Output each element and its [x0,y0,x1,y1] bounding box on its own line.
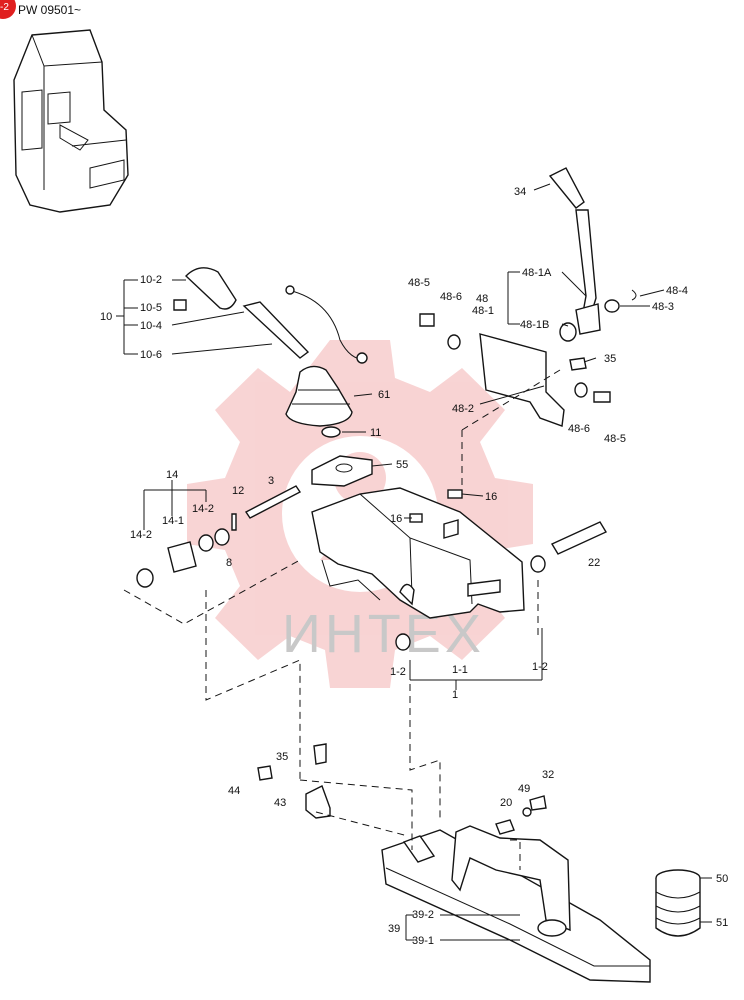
bracket-43 [305,785,331,819]
plate-55 [311,455,373,487]
machine-thumbnail [13,29,129,213]
label-1: 1 [452,689,458,701]
bushing-14-2-right [198,534,214,552]
bushing-14-1 [167,541,197,573]
label-14-1: 14-1 [162,515,184,527]
label-1-2-right: 1-2 [532,661,548,673]
washer-48-6-left [447,334,461,350]
label-16-right: 16 [485,491,497,503]
label-14-2-left: 14-2 [130,529,152,541]
label-48-1: 48-1 [472,305,494,317]
bolt-44 [257,765,273,781]
label-34: 34 [514,186,526,198]
lever-34-assembly [548,167,637,342]
label-44: 44 [228,785,240,797]
bolt-35-top [569,357,587,371]
label-48-4: 48-4 [666,285,688,297]
label-16-left: 16 [390,513,402,525]
label-1-1: 1-1 [452,664,468,676]
label-48-1B: 48-1B [520,319,549,331]
label-10: 10 [100,311,112,323]
label-22: 22 [588,557,600,569]
label-10-4: 10-4 [140,320,162,332]
label-39-1: 39-1 [412,935,434,947]
label-14-2-right: 14-2 [192,503,214,515]
base-plate-39 [381,795,651,983]
callout-labels: 10 10-2 10-5 10-4 10-6 34 48-5 48-6 48 4… [100,186,728,947]
label-1-2-left: 1-2 [390,666,406,678]
bracket-1 [311,487,525,619]
label-48-5-top: 48-5 [408,277,430,289]
label-8: 8 [226,557,232,569]
label-48: 48 [476,293,488,305]
screw-10-5 [173,299,187,311]
serial-number: PW 09501~ [18,3,81,17]
boot-61 [285,365,353,427]
bellows-50-51 [655,869,701,937]
label-10-5: 10-5 [140,302,162,314]
label-48-2: 48-2 [452,403,474,415]
label-35-bottom: 35 [276,751,288,763]
label-14: 14 [166,469,178,481]
ring-11 [321,426,341,438]
shift-lever-assembly [173,267,368,364]
knob-10-2 [184,267,237,310]
label-10-2: 10-2 [140,274,162,286]
label-49: 49 [518,783,530,795]
bolt-48-5-right [593,391,611,403]
plate-48-2 [479,333,565,427]
label-48-1A: 48-1A [522,267,552,279]
washer-48-6-right [574,382,588,398]
label-39-2: 39-2 [412,909,434,921]
label-48-6-top: 48-6 [440,291,462,303]
label-50: 50 [716,873,728,885]
label-11: 11 [370,427,381,439]
label-61: 61 [378,389,390,401]
assembly-lines [123,369,561,870]
shaft-3 [244,485,302,519]
label-20: 20 [500,797,512,809]
page-badge-text: -2 [0,2,9,13]
label-12: 12 [232,485,244,497]
label-48-6-bottom: 48-6 [568,423,590,435]
label-55: 55 [396,459,408,471]
page-badge [0,0,16,19]
leader-lines [116,183,712,941]
bolt-48-5-left [419,313,435,327]
washer-8 [214,528,230,546]
label-10-6: 10-6 [140,349,162,361]
label-48-5-bottom: 48-5 [604,433,626,445]
label-43: 43 [274,797,286,809]
pin-12 [231,513,237,531]
bushing-1-2-left [395,633,411,651]
label-3: 3 [268,475,274,487]
label-48-3: 48-3 [652,301,674,313]
bushing-14-2-left [136,568,154,588]
label-32: 32 [542,769,554,781]
label-51: 51 [716,917,728,929]
shaft-22 [550,521,608,555]
bushing-1-2-right [530,555,546,573]
label-35-top: 35 [604,353,616,365]
lever-rod-10-4 [242,301,310,359]
bolt-35-bottom [313,743,327,765]
label-39: 39 [388,923,400,935]
